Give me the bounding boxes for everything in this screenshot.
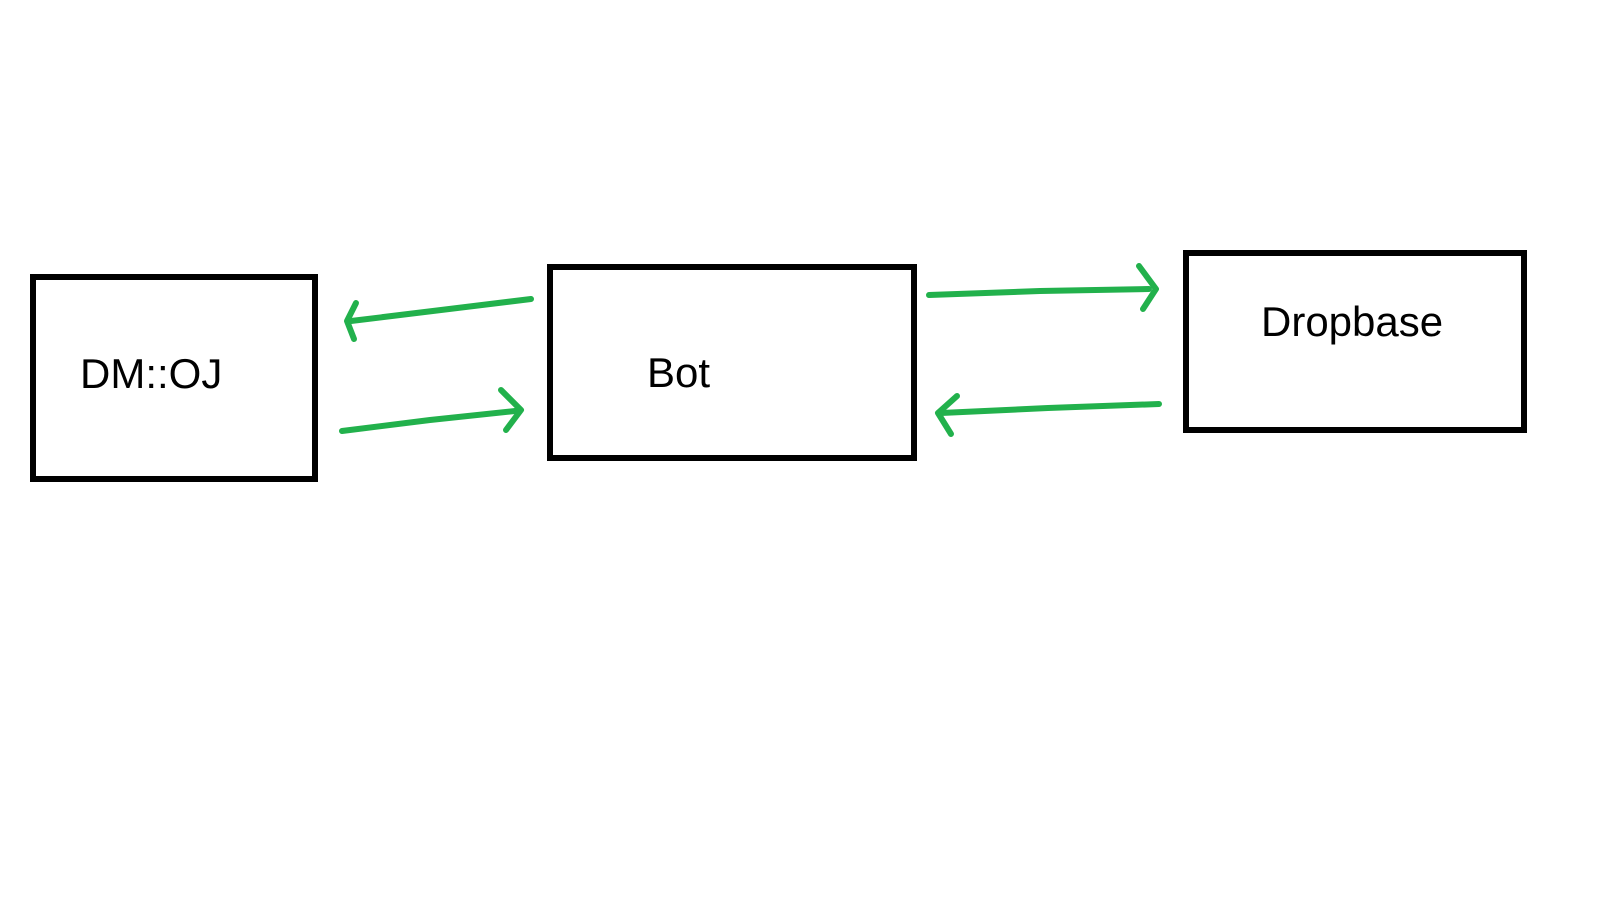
node-dropbase-label: Dropbase	[1261, 298, 1444, 345]
node-dmoj: DM::OJ	[30, 274, 318, 482]
arrow-bot-to-dmoj-shaft	[348, 296, 534, 324]
arrow-dmoj-to-bot	[339, 387, 524, 434]
node-dropbase: Dropbase	[1183, 250, 1527, 433]
arrow-dmoj-to-bot-shaft	[339, 408, 518, 434]
node-bot: Bot	[547, 264, 917, 461]
arrow-bot-to-dropbase-head	[1136, 263, 1159, 312]
arrow-bot-to-dropbase	[926, 263, 1159, 312]
arrow-bot-to-dmoj-head	[344, 300, 359, 342]
arrow-dropbase-to-bot	[935, 393, 1162, 437]
arrow-dropbase-to-bot-head	[935, 393, 960, 437]
node-dmoj-label: DM::OJ	[80, 350, 223, 397]
arrow-bot-to-dropbase-shaft	[926, 286, 1152, 298]
arrow-bot-to-dmoj	[344, 296, 534, 342]
arrow-dmoj-to-bot-head	[498, 387, 524, 433]
arrow-dropbase-to-bot-shaft	[938, 401, 1162, 416]
node-bot-label: Bot	[647, 349, 711, 396]
